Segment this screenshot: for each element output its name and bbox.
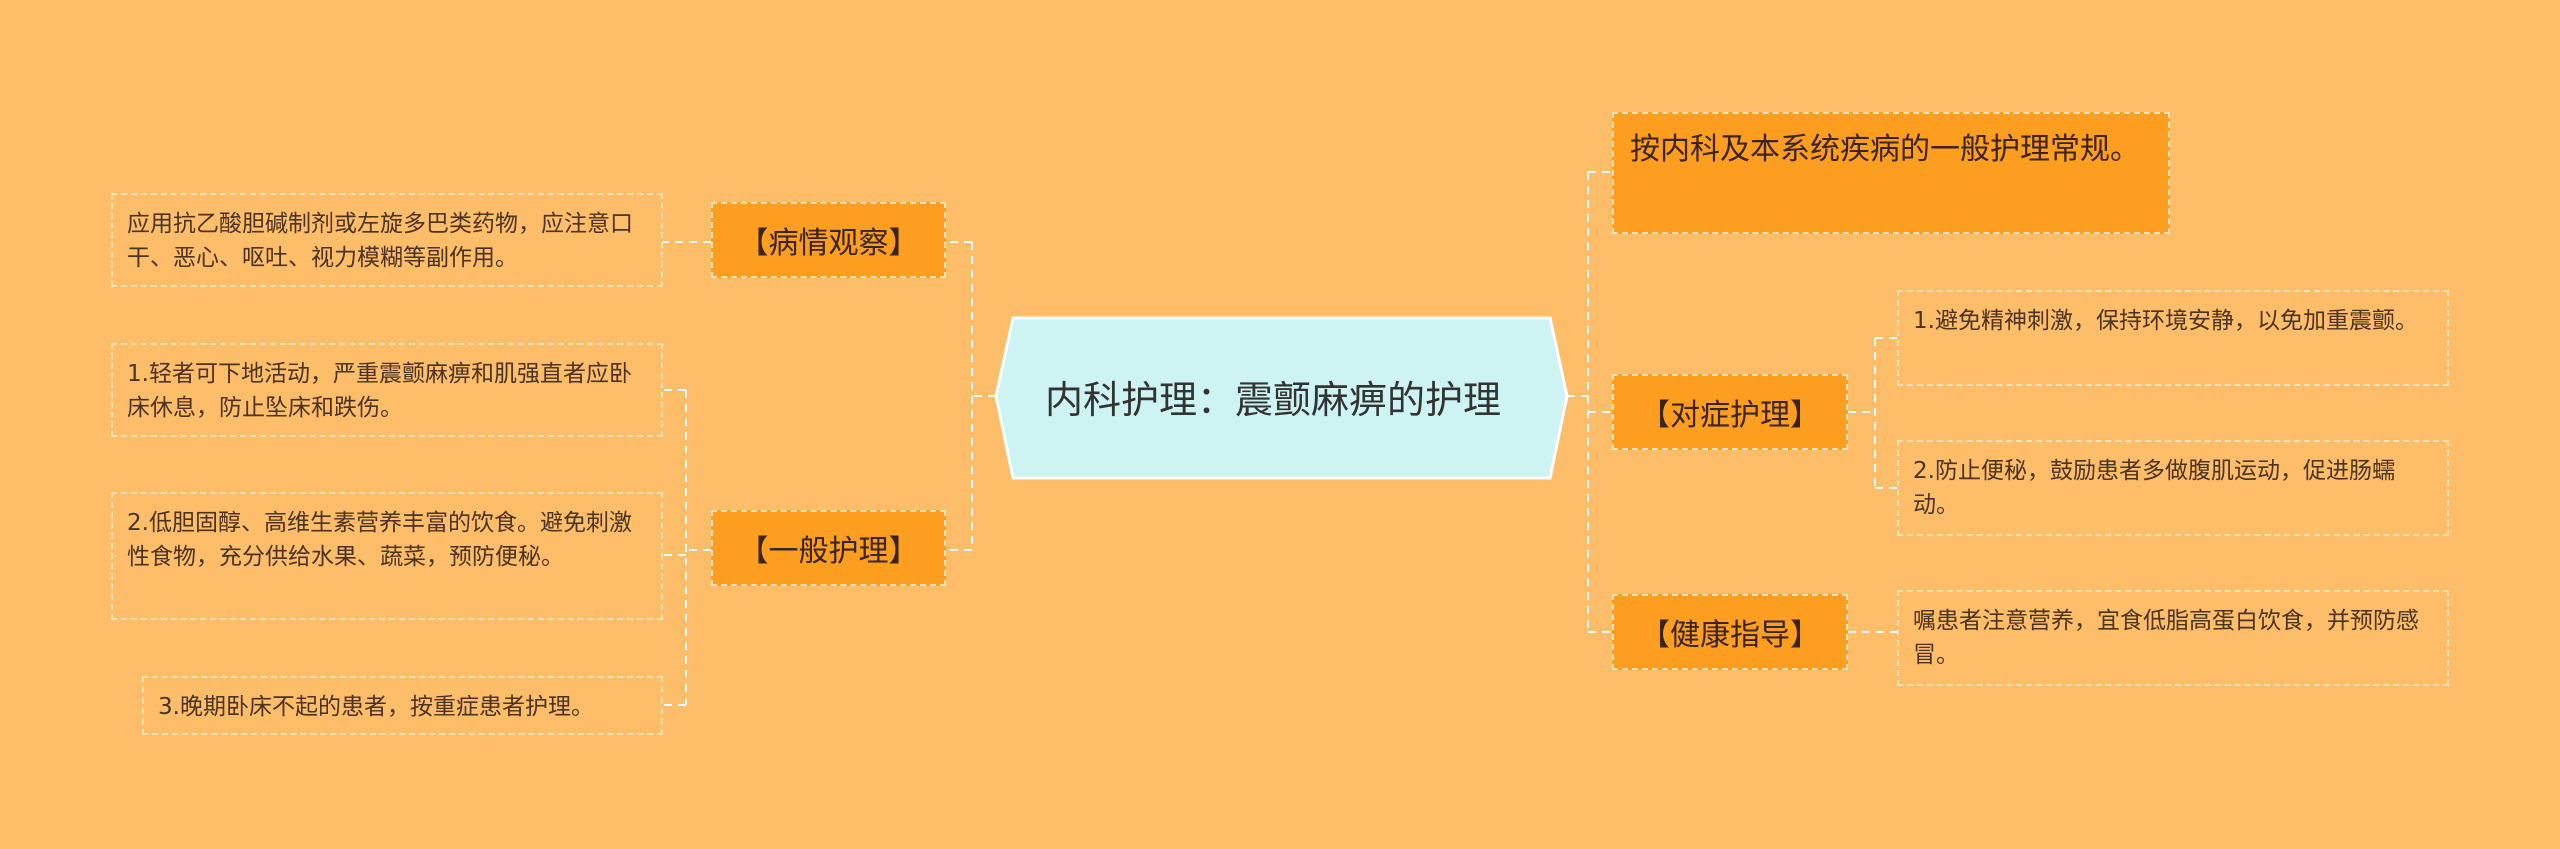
- leaf-general-3[interactable]: 3.晚期卧床不起的患者，按重症患者护理。: [142, 676, 663, 735]
- leaf-general-2[interactable]: 2.低胆固醇、高维生素营养丰富的饮食。避免刺激性食物，充分供给水果、蔬菜，预防便…: [111, 492, 663, 620]
- leaf-general-1[interactable]: 1.轻者可下地活动，严重震颤麻痹和肌强直者应卧床休息，防止坠床和跌伤。: [111, 343, 663, 437]
- leaf-observation-1[interactable]: 应用抗乙酸胆碱制剂或左旋多巴类药物，应注意口干、恶心、呕吐、视力模糊等副作用。: [111, 193, 663, 287]
- branch-health-guidance[interactable]: 【健康指导】: [1612, 594, 1848, 670]
- center-node-title: 内科护理：震颤麻痹的护理: [1044, 378, 1501, 422]
- branch-general-care[interactable]: 【一般护理】: [711, 510, 946, 586]
- leaf-health-1[interactable]: 嘱患者注意营养，宜食低脂高蛋白饮食，并预防感冒。: [1897, 590, 2449, 686]
- branch-general-routine[interactable]: 按内科及本系统疾病的一般护理常规。: [1612, 112, 2170, 234]
- branch-symptomatic-care[interactable]: 【对症护理】: [1612, 374, 1848, 450]
- leaf-symptom-2[interactable]: 2.防止便秘，鼓励患者多做腹肌运动，促进肠蠕动。: [1897, 440, 2449, 536]
- leaf-symptom-1[interactable]: 1.避免精神刺激，保持环境安静，以免加重震颤。: [1897, 290, 2449, 386]
- branch-condition-observation[interactable]: 【病情观察】: [711, 202, 946, 278]
